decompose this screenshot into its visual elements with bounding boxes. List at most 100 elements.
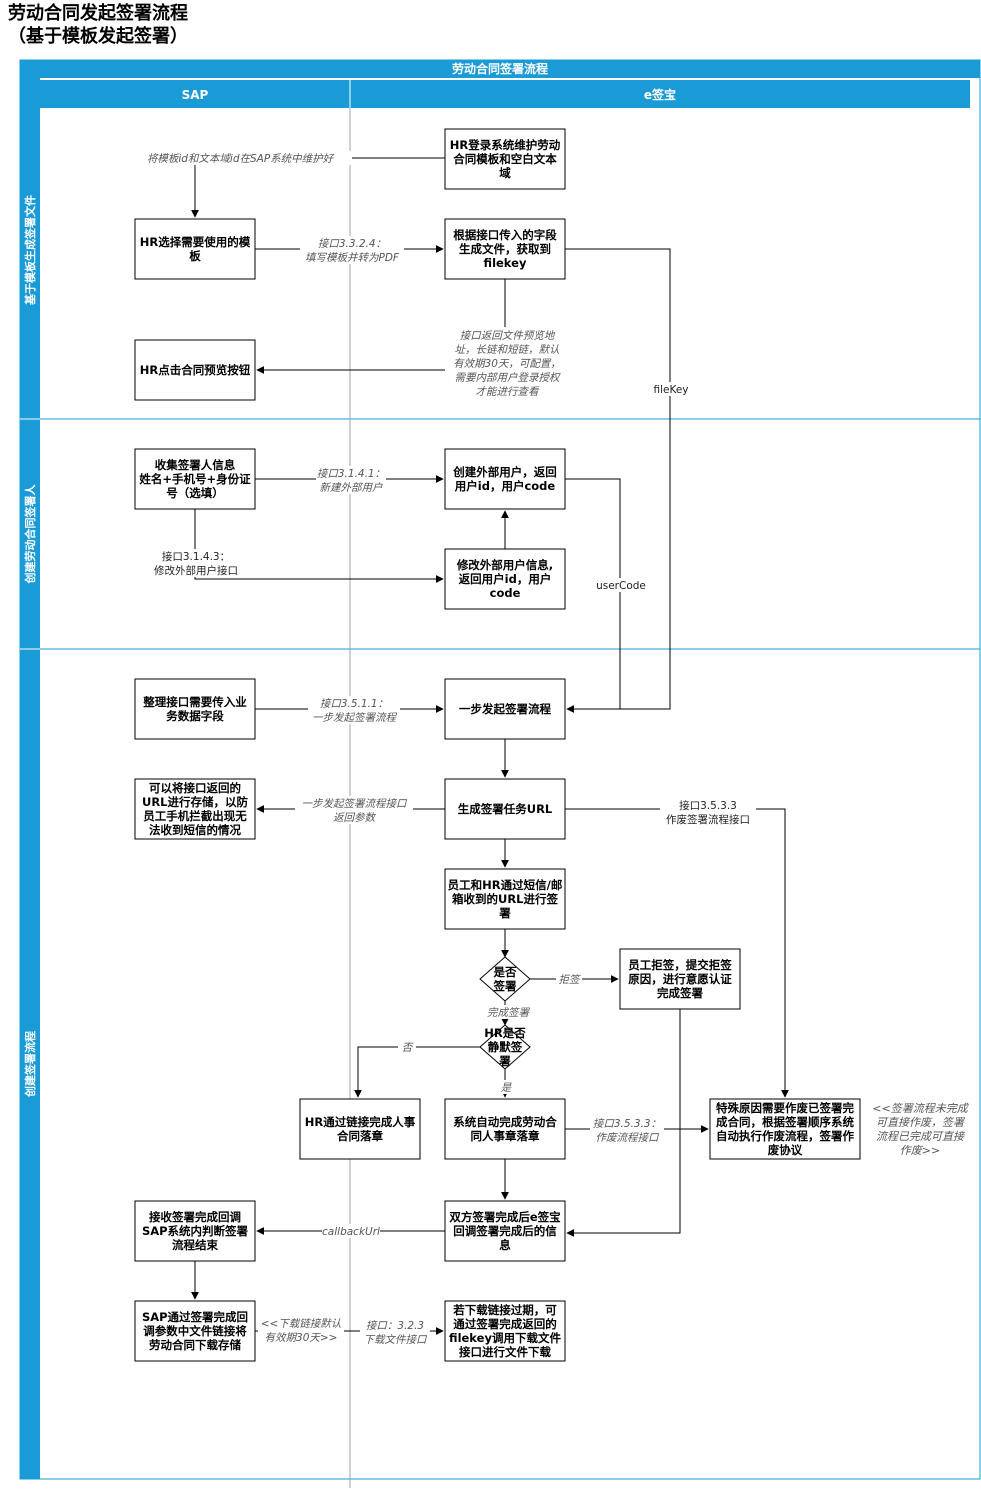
edge-label-l14: 是: [501, 1082, 512, 1094]
column-header-sap: [40, 80, 350, 108]
text-line: 员工和HR通过短信/邮: [448, 878, 563, 892]
edge-d2-b14: [354, 1046, 480, 1098]
text-line: 用户id，用户code: [454, 479, 556, 493]
edge-usercode: [565, 478, 621, 709]
text-line: 否: [402, 1042, 414, 1054]
box-hr-maintain-template: [444, 128, 566, 190]
box-receive-callback: [134, 1200, 256, 1262]
text-line: 通过签署完成返回的: [453, 1317, 557, 1331]
box-text-b2: HR选择需要使用的模板: [140, 235, 251, 263]
box-generate-file: [444, 218, 566, 280]
edge-label-l6: 接口3.1.4.3：修改外部用户接口: [154, 550, 238, 577]
text-line: SAP通过签署完成回: [142, 1310, 248, 1324]
text-line: 署: [498, 1054, 511, 1068]
box-create-external-user: [444, 448, 566, 510]
edge-filekey: [565, 248, 671, 713]
lane-title-2: 创建劳动合同签署人: [23, 484, 37, 585]
text-line: 整理接口需要传入业: [142, 695, 247, 709]
text-line: 劳动合同下载存储: [149, 1338, 241, 1352]
diamond-hr-silent-sign: [479, 1024, 531, 1070]
text-line: 一步发起签署流程: [312, 712, 397, 724]
text-line: 修改外部用户信息,: [456, 558, 553, 572]
edge-label-l2: 接口3.3.2.4：填写模板并转为PDF: [305, 238, 400, 264]
edge-label-l7: userCode: [596, 580, 646, 592]
column-title-sap: SAP: [182, 88, 209, 102]
text-line: 接口3.5.3.3: [679, 799, 737, 812]
box-text-b14: HR通过链接完成人事合同落章: [305, 1115, 416, 1143]
text-line: 填写模板并转为PDF: [305, 252, 400, 264]
edge-label-l17: <<下载链接默认有效期30天>>: [261, 1318, 342, 1344]
text-line: 完成签署: [657, 986, 703, 1000]
text-line: 接口：3.2.3: [366, 1320, 424, 1332]
text-line: 是否: [493, 965, 517, 979]
box-text-b13: 员工拒签，提交拒签原因，进行意愿认证完成签署: [628, 958, 732, 1000]
text-line: 接口3.5.3.3：: [593, 1118, 661, 1130]
text-line: 调参数中文件链接将: [143, 1324, 247, 1338]
edge-label-l3: 接口返回文件预览地址，长链和短链，默认有效期30天，可配置， 需要内部用户登录授权…: [453, 330, 561, 398]
text-line: HR选择需要使用的模: [140, 235, 251, 249]
text-line: 原因，进行意愿认证: [628, 972, 732, 986]
edge-label-l9: 一步发起签署流程接口返回参数: [302, 798, 408, 824]
box-text-b18: 双方签署完成后e签宝回调签署完成后的信息: [448, 1210, 560, 1252]
box-text-b1: HR登录系统维护劳动合同模板和空白文本域: [450, 138, 561, 180]
text-line: 接口返回文件预览地: [460, 330, 556, 342]
lane-side-band: [20, 78, 40, 1479]
text-line: 合同落章: [337, 1129, 383, 1143]
text-line: 有效期30天，可配置，: [453, 358, 561, 370]
edge-label-l12: 完成签署: [487, 1007, 530, 1019]
text-line: 根据接口传入的字段: [453, 228, 557, 242]
text-line: 收集签署人信息: [155, 458, 236, 472]
box-prepare-business-data: [134, 678, 256, 740]
pool-title: 劳动合同签署流程: [452, 61, 548, 76]
text-line: 生成文件，获取到: [459, 242, 551, 256]
text-line: 回调签署完成后的信: [453, 1224, 557, 1238]
edge-label-l1: 将模板id和文本域id在SAP系统中维护好: [147, 153, 335, 165]
box-auto-seal: [444, 1098, 566, 1160]
edge-label-l8: 接口3.5.1.1：一步发起签署流程: [312, 698, 397, 724]
text-line: 息: [499, 1238, 511, 1252]
text-line: 成合同，根据签署顺序系统: [716, 1115, 854, 1129]
page-title-line-1: 劳动合同发起签署流程: [8, 3, 188, 24]
text-line: 废协议: [768, 1143, 803, 1157]
box-text-b6: 创建外部用户，返回用户id，用户code: [452, 465, 557, 493]
text-line: HR登录系统维护劳动: [450, 138, 561, 152]
text-line: 址，长链和短链，默认: [455, 344, 560, 356]
text-line: <<签署流程未完成: [872, 1102, 969, 1115]
box-text-b15: 系统自动完成劳动合同人事章落章: [453, 1115, 557, 1143]
text-line: 接口3.1.4.1：: [317, 468, 385, 480]
text-line: 接口3.1.4.3：: [162, 550, 230, 563]
edge-b5-b7: [194, 509, 444, 583]
text-line: 需要内部用户登录授权: [455, 372, 561, 384]
page-title: 劳动合同发起签署流程 （基于模板发起签署）: [8, 2, 368, 48]
column-title-esign: e签宝: [644, 87, 676, 102]
text-line: <<下载链接默认: [261, 1318, 342, 1330]
text-line: 有效期30天>>: [265, 1332, 338, 1344]
text-line: 同人事章落章: [471, 1129, 540, 1143]
pool-header: [20, 60, 980, 78]
box-download-store: [134, 1300, 256, 1362]
box-void-contract: [709, 1098, 861, 1160]
text-line: HR通过链接完成人事: [305, 1115, 416, 1129]
text-line: 拒签: [559, 974, 581, 986]
edge-label-l11: 拒签: [559, 974, 581, 986]
text-line: 作废>>: [900, 1144, 940, 1157]
text-line: HR是否: [484, 1026, 526, 1040]
text-line: userCode: [596, 580, 646, 592]
lane-title-3: 创建签署流程: [23, 1031, 37, 1098]
text-line: 作废流程接口: [596, 1132, 660, 1144]
text-line: 接口进行文件下载: [459, 1345, 551, 1359]
text-line: 一步发起签署流程接口: [302, 798, 408, 810]
text-line: 若下载链接过期，可: [453, 1303, 557, 1317]
box-generate-sign-url: [444, 778, 566, 840]
text-line: HR点击合同预览按钮: [140, 363, 251, 377]
box-hr-preview: [134, 339, 256, 401]
note-void-rule: <<签署流程未完成可直接作废，签署流程已完成可直接作废>>: [872, 1102, 969, 1157]
edge-label-l16: callbackUrl: [322, 1226, 380, 1238]
box-esign-callback: [444, 1200, 566, 1262]
